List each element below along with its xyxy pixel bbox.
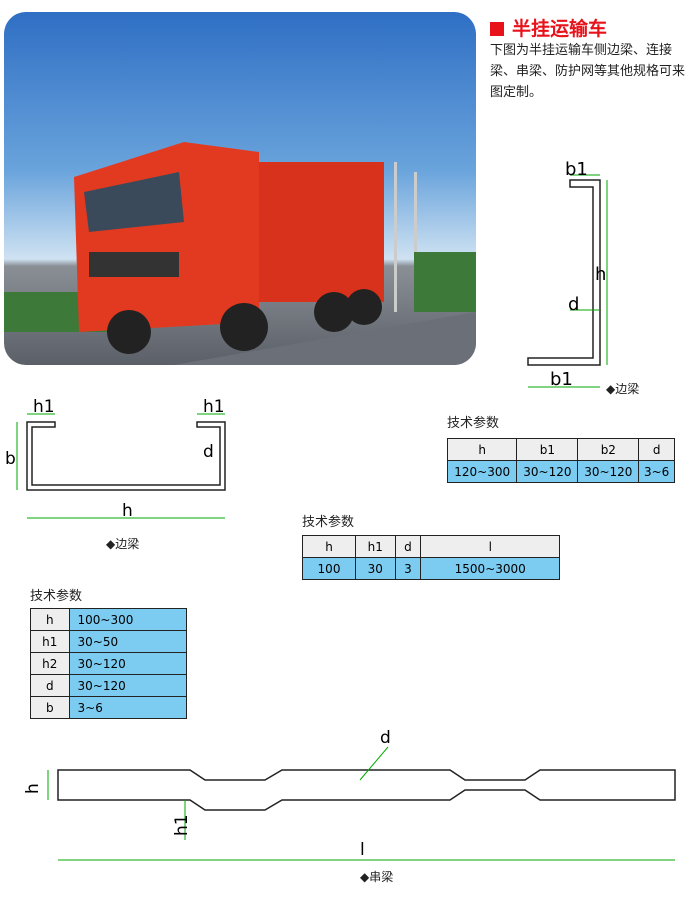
- c-beam-diagram: h1 h1 b d h: [5, 397, 226, 521]
- red-square-icon: [490, 22, 504, 36]
- cell: h1: [30, 630, 70, 653]
- label-h: h: [595, 264, 606, 285]
- cell: d: [30, 674, 70, 697]
- label-h1-left: h1: [33, 397, 55, 417]
- label-h1: h1: [172, 814, 192, 836]
- cell: d: [638, 438, 675, 461]
- label-d: d: [203, 442, 214, 462]
- cell: 3~6: [638, 460, 675, 483]
- title-text: 半挂运输车: [512, 18, 608, 40]
- cell: h1: [355, 535, 396, 558]
- label-l: l: [360, 840, 365, 860]
- cell: d: [394, 535, 422, 558]
- cell: 30~120: [577, 460, 640, 483]
- cell: 3: [394, 557, 422, 580]
- intro-text: 下图为半挂运输车侧边梁、连接梁、串梁、防护网等其他规格可来图定制。: [490, 43, 686, 100]
- cell: 100~300: [68, 608, 187, 631]
- cell: h: [30, 608, 70, 631]
- label-b1: b1: [565, 159, 588, 180]
- label-h: h: [122, 501, 133, 521]
- table3-title: 技术参数: [30, 589, 83, 604]
- caption-string-beam: ◆串梁: [360, 870, 394, 884]
- cell: 100: [301, 557, 357, 580]
- truck-illustration: [4, 142, 476, 365]
- label-h1-right: h1: [203, 397, 225, 417]
- truck-photo: [4, 12, 476, 365]
- table1-title: 技术参数: [447, 416, 500, 431]
- cell: 30~50: [68, 630, 187, 653]
- string-beam-diagram: h h1 d l: [23, 728, 676, 861]
- cell: h: [446, 438, 518, 461]
- cell: 30~120: [68, 652, 187, 675]
- cell: h2: [30, 652, 70, 675]
- label-d: d: [380, 728, 391, 748]
- table2-title: 技术参数: [302, 515, 355, 530]
- z-beam-diagram: b1 h d b1: [527, 159, 608, 390]
- label-b1-bottom: b1: [550, 369, 573, 390]
- caption-side-beam: ◆边梁: [606, 382, 640, 396]
- cell: b1: [516, 438, 579, 461]
- section-title: 半挂运输车: [490, 14, 607, 41]
- label-h: h: [23, 783, 43, 794]
- cell: 30~120: [516, 460, 579, 483]
- label-d: d: [568, 294, 579, 315]
- cell: b2: [577, 438, 640, 461]
- cell: l: [420, 535, 560, 558]
- cell: 1500~3000: [420, 557, 560, 580]
- cell: h: [301, 535, 357, 558]
- cell: 30~120: [68, 674, 187, 697]
- label-b: b: [5, 449, 16, 469]
- cell: 3~6: [68, 696, 187, 719]
- cell: 120~300: [446, 460, 518, 483]
- cell: 30: [355, 557, 396, 580]
- cell: b: [30, 696, 70, 719]
- caption-side-beam-2: ◆边梁: [106, 537, 140, 551]
